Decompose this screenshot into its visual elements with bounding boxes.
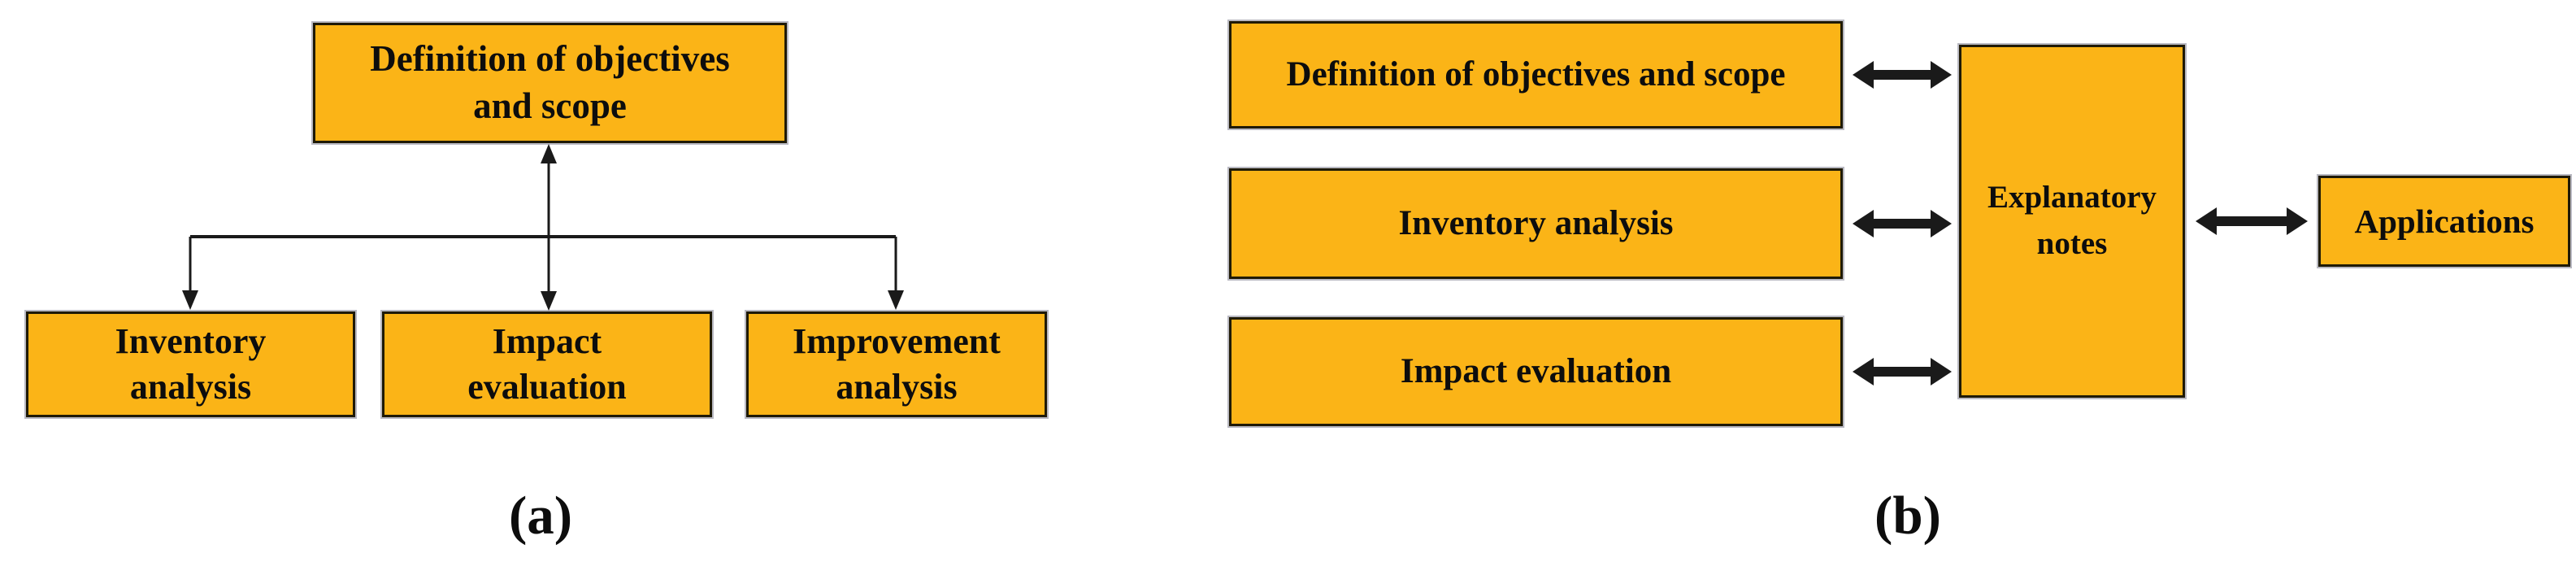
double-arrow-definition-explanatory — [1853, 61, 1952, 89]
panel-b-applications-box: Applications — [2317, 174, 2572, 268]
panel-b-definition-of-objectives-and-scope-box: Definition of objectives and scope — [1227, 20, 1844, 130]
panel-b-explanatory-notes-box: Explanatory notes — [1957, 43, 2187, 399]
branch-connector-horizontal — [182, 235, 904, 310]
panel-a-label: (a) — [508, 486, 573, 546]
double-arrow-impact-explanatory — [1853, 358, 1952, 386]
panel-a-impact-evaluation-box: Impact evaluation — [380, 310, 714, 419]
panel-a-improvement-analysis-box: Improvement analysis — [745, 310, 1049, 419]
double-arrow-explanatory-applications — [2196, 207, 2308, 235]
panel-a-definition-of-objectives-and-scope-box: Definition of objectives and scope — [311, 21, 788, 145]
double-arrow-inventory-explanatory — [1853, 210, 1952, 237]
double-arrow-definition-impact-vertical — [541, 144, 557, 311]
panel-b-impact-evaluation-box: Impact evaluation — [1227, 316, 1844, 428]
panel-b-label: (b) — [1874, 486, 1941, 546]
panel-b-inventory-analysis-box: Inventory analysis — [1227, 167, 1844, 281]
panel-a-inventory-analysis-box: Inventory analysis — [24, 310, 357, 419]
